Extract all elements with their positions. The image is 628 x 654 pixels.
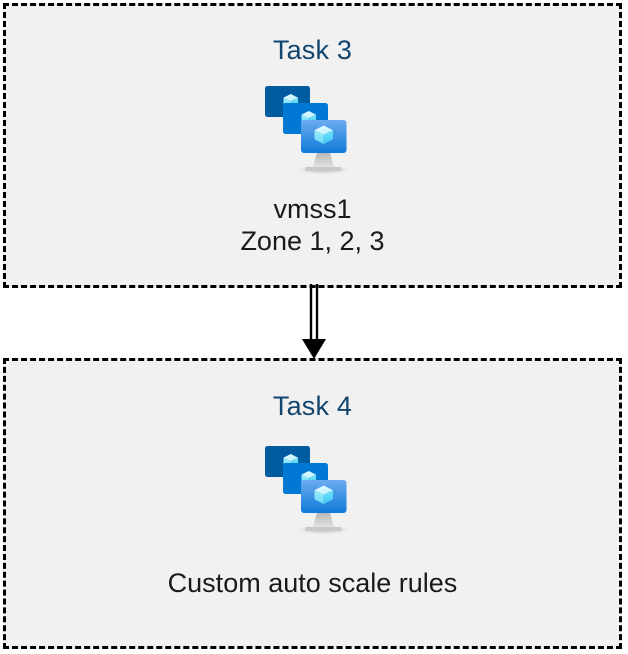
connector-task3-to-task4-arrow	[302, 284, 326, 359]
vmss-screen-front	[300, 120, 346, 153]
azure-virtual-machine-scale-set-icon	[264, 86, 350, 175]
task-3-title: Task 3	[272, 35, 353, 65]
task-box-task-3[interactable]: Task 3	[3, 3, 622, 288]
arrowhead-icon	[302, 339, 326, 359]
task-4-title: Task 4	[272, 391, 353, 421]
vmss-monitor-stand	[304, 512, 342, 531]
task-box-task-4[interactable]: Task 4	[3, 358, 622, 649]
task-3-label-zones: Zone 1, 2, 3	[240, 225, 385, 256]
vmss-screen-front	[300, 480, 346, 513]
azure-virtual-machine-scale-set-icon	[264, 446, 350, 535]
task-4-label-rules: Custom auto scale rules	[167, 568, 458, 598]
task-3-label-name: vmss1	[273, 194, 352, 224]
task-4-labels: Custom auto scale rules	[168, 568, 458, 600]
vmss-monitor-stand	[304, 152, 342, 171]
task-3-labels: vmss1 Zone 1, 2, 3	[240, 194, 384, 258]
